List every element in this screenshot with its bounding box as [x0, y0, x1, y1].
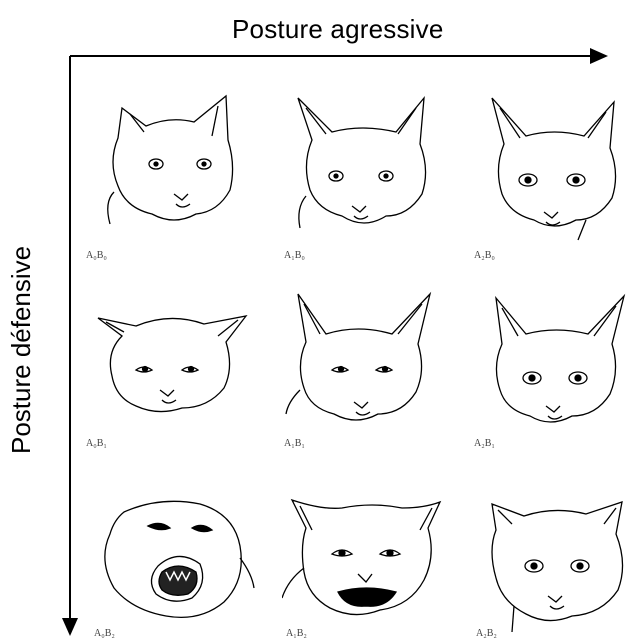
- cat-face-a2b1: [484, 290, 630, 430]
- cat-face-a1b2: [282, 488, 442, 628]
- cat-face-a2b2: [484, 494, 632, 638]
- cell-label: A₂B₂: [476, 628, 497, 639]
- cell-label: A₁B₂: [286, 628, 307, 639]
- cell-label: A₂B₀: [474, 250, 495, 261]
- x-axis-arrowhead: [590, 48, 608, 64]
- cat-face-a0b1: [94, 302, 254, 422]
- cell-label: A₂B₁: [474, 438, 495, 449]
- cat-face-a1b1: [282, 290, 438, 430]
- cat-face-a1b0: [292, 92, 442, 232]
- cell-label: A₁B₁: [284, 438, 305, 449]
- cell-label: A₀B₁: [86, 438, 107, 449]
- cat-face-a2b0: [488, 92, 630, 242]
- y-axis-arrowhead: [62, 618, 78, 636]
- cell-label: A₁B₀: [284, 250, 305, 261]
- cat-face-a0b2: [100, 498, 260, 622]
- cell-label: A₀B₂: [94, 628, 115, 639]
- cell-label: A₀B₀: [86, 250, 107, 261]
- cat-face-a0b0: [100, 92, 250, 232]
